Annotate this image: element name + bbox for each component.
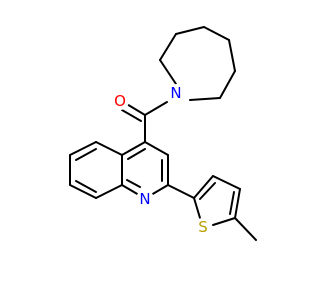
bond-c2-thiophene [167, 184, 195, 199]
bond-c2-n1 [150, 184, 169, 196]
thiophene-sulfur-atom: S [194, 218, 212, 236]
bond-c4-c3 [144, 141, 169, 156]
bond-th-c5-s [212, 217, 236, 226]
bond-azepane-6 [219, 70, 236, 99]
atom-labels: O N N S [111, 84, 212, 236]
bond-th-c4-c5-inner [229, 191, 235, 215]
bond-azepane-4 [203, 26, 230, 41]
thiophene-sulfur-label: S [198, 218, 208, 236]
bond-carbonyl-c-n [144, 101, 168, 116]
quinoline-nitrogen-atom: N [136, 190, 154, 208]
amide-nitrogen-label: N [170, 84, 181, 102]
bond-azepane-7 [189, 97, 221, 101]
bond-c7-c8-inner [75, 180, 97, 193]
bond-azepane-1 [159, 59, 177, 85]
bond-c5-c6-inner [75, 148, 97, 161]
bond-th-c4-c5 [234, 188, 241, 219]
oxygen-label: O [114, 92, 126, 110]
oxygen-atom: O [111, 92, 129, 110]
bond-azepane-2 [159, 33, 177, 61]
bond-th-c2-c3-inner [199, 182, 216, 200]
bond-th-c3-c4 [212, 175, 241, 190]
bond-c4a-c4-inner [127, 148, 146, 160]
amide-nitrogen-atom: N [167, 84, 185, 102]
bond-th-s-c2 [193, 197, 201, 219]
bond-carbonyl-c-o-double [121, 109, 142, 122]
bond-n1-c8a [121, 184, 140, 196]
bond-th-c2-c3 [193, 175, 214, 199]
molecule-structure: O N N S [0, 0, 300, 300]
bond-carbonyl-c-o [124, 102, 146, 116]
bond-c7-c8 [69, 184, 97, 199]
bond-azepane-3 [175, 26, 205, 35]
bond-c8-c8a [95, 184, 123, 199]
bonds [69, 26, 257, 241]
bond-c4a-c5 [95, 141, 123, 156]
bond-c4a-c4 [121, 141, 146, 156]
bond-azepane-5 [228, 39, 236, 72]
canvas-background [0, 0, 300, 300]
bond-c5-c6 [69, 141, 97, 156]
quinoline-nitrogen-label: N [139, 190, 150, 208]
bond-methyl [234, 217, 257, 241]
bond-n1-c8a-inner [126, 179, 141, 188]
